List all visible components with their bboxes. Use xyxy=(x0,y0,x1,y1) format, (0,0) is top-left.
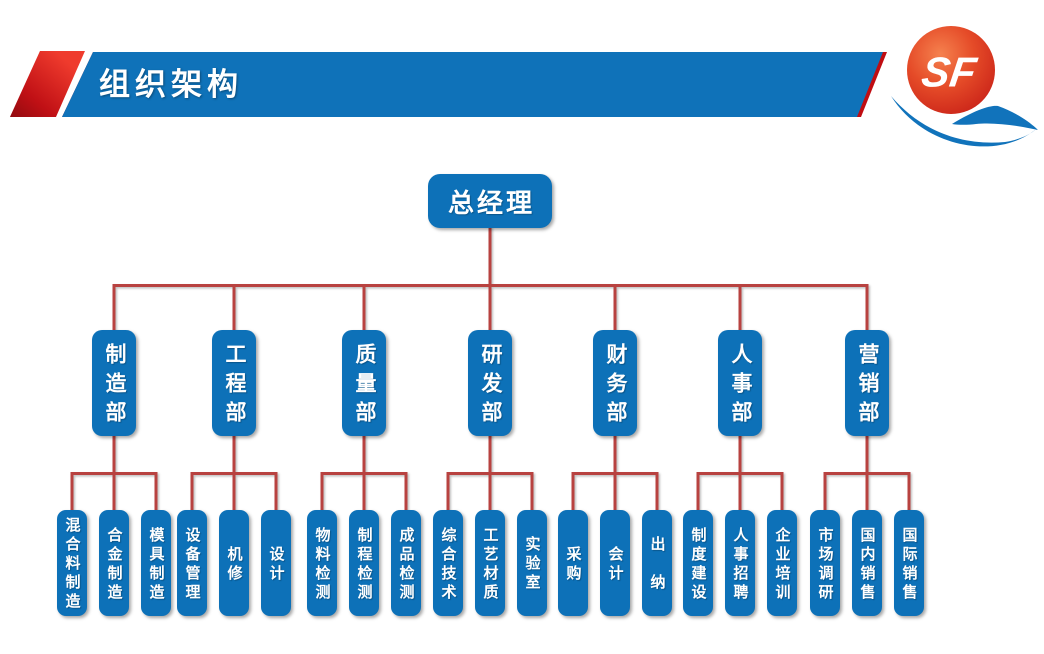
leaf-node: 成品检测 xyxy=(391,510,421,616)
leaf-node: 市场调研 xyxy=(810,510,840,616)
leaf-node: 会计 xyxy=(600,510,630,616)
dept-node-hr: 人事部 xyxy=(718,330,762,436)
dept-node-rnd: 研发部 xyxy=(468,330,512,436)
dept-node-quality: 质量部 xyxy=(342,330,386,436)
leaf-node: 设备管理 xyxy=(177,510,207,616)
header-band xyxy=(62,52,883,117)
page-title: 组织架构 xyxy=(99,67,243,102)
leaf-node: 机修 xyxy=(219,510,249,616)
leaf-node: 物料检测 xyxy=(307,510,337,616)
dept-node-engineering: 工程部 xyxy=(212,330,256,436)
sf-logo: SF xyxy=(891,26,1038,147)
leaf-node: 设计 xyxy=(261,510,291,616)
leaf-node: 混合料制造 xyxy=(57,510,87,616)
leaf-node: 企业培训 xyxy=(767,510,797,616)
leaf-node: 综合技术 xyxy=(433,510,463,616)
org-node-root: 总经理 xyxy=(428,174,552,228)
leaf-node: 人事招聘 xyxy=(725,510,755,616)
leaf-node: 国内销售 xyxy=(852,510,882,616)
leaf-node: 模具制造 xyxy=(141,510,171,616)
dept-node-finance: 财务部 xyxy=(593,330,637,436)
leaf-node: 工艺材质 xyxy=(475,510,505,616)
leaf-node: 制程检测 xyxy=(349,510,379,616)
logo-text: SF xyxy=(919,49,980,96)
logo-circle xyxy=(907,26,995,114)
leaf-node: 采购 xyxy=(558,510,588,616)
leaf-node: 制度建设 xyxy=(683,510,713,616)
dept-node-manufacturing: 制造部 xyxy=(92,330,136,436)
logo-swoosh-icon xyxy=(891,96,1038,147)
dept-node-marketing: 营销部 xyxy=(845,330,889,436)
leaf-node: 出 纳 xyxy=(642,510,672,616)
leaf-node: 合金制造 xyxy=(99,510,129,616)
leaf-node: 实验室 xyxy=(517,510,547,616)
leaf-node: 国际销售 xyxy=(894,510,924,616)
